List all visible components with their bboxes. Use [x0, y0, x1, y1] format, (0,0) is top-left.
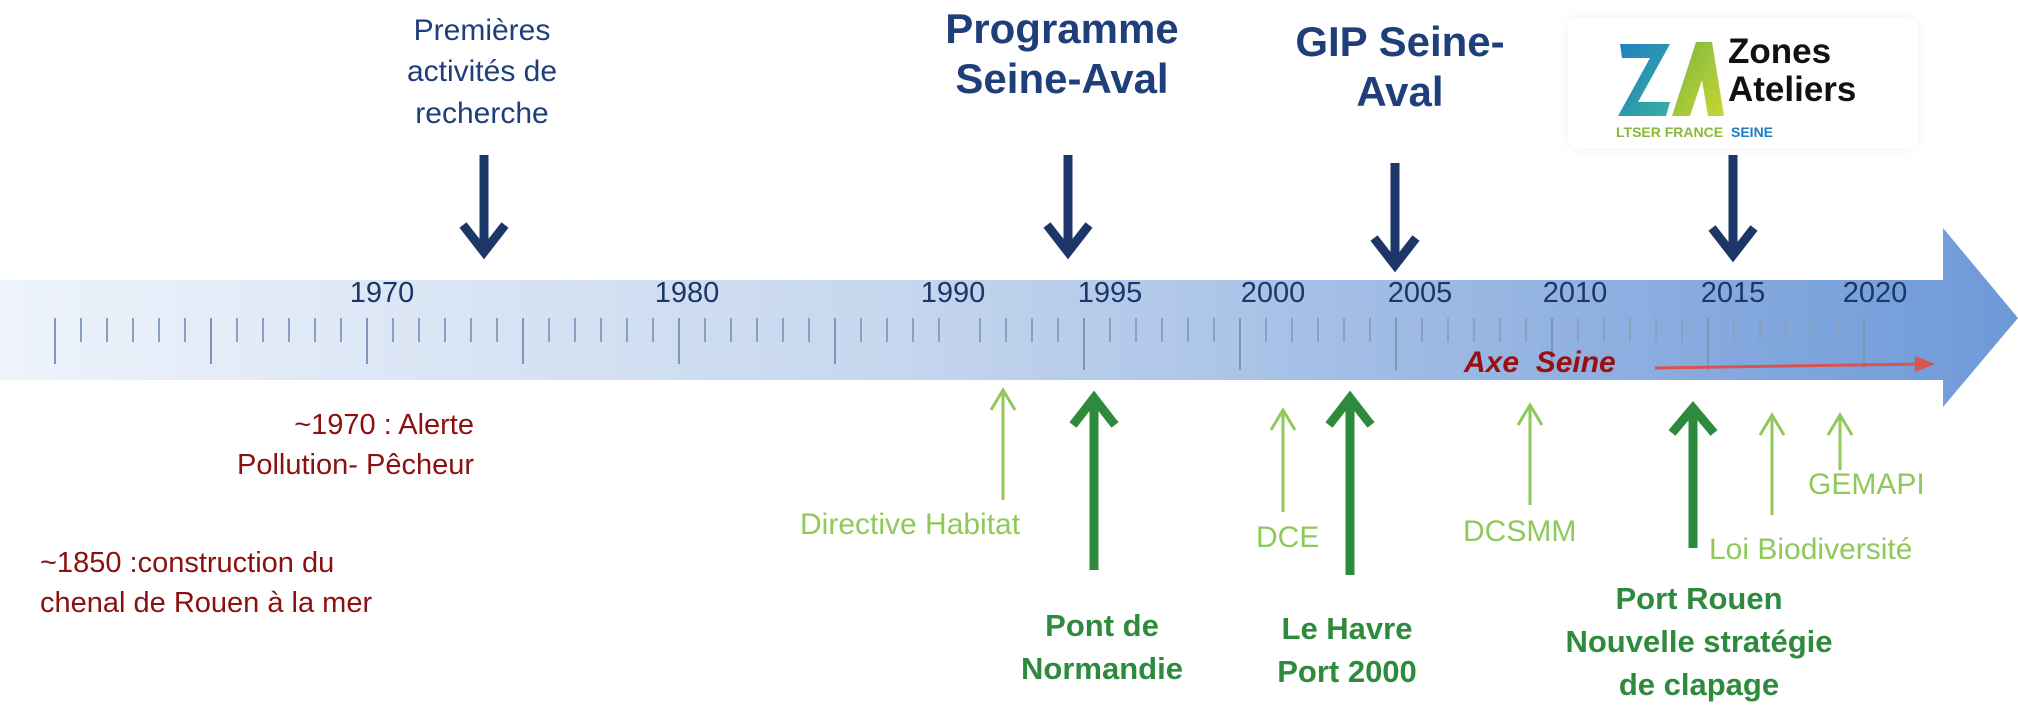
year-label-2005: 2005	[1387, 277, 1453, 309]
arrow-gemapi	[1826, 412, 1854, 470]
event-directive-habitat: Directive Habitat	[800, 508, 1021, 541]
event-gemapi: GEMAPI	[1808, 468, 1925, 501]
tick-marks	[54, 318, 1865, 370]
event-programme-seine-aval: Programme Seine-Aval	[945, 5, 1179, 103]
arrow-dce	[1269, 407, 1297, 512]
axe-seine-arrow	[1654, 362, 1926, 370]
event-port-rouen: Port Rouen Nouvelle stratégie de clapage	[1565, 581, 1833, 702]
event-pont-de-normandie: Pont de Normandie	[1021, 608, 1183, 686]
arrow-le-havre	[1325, 390, 1375, 575]
event-dcsmm: DCSMM	[1463, 515, 1577, 548]
za-mark-icon	[1616, 36, 1726, 122]
logo-line-ateliers: Ateliers	[1728, 70, 1857, 109]
year-label-1970: 1970	[349, 277, 415, 309]
arrow-premieres	[459, 155, 509, 260]
arrow-pont-normandie	[1069, 390, 1119, 570]
year-label-2015: 2015	[1700, 277, 1766, 309]
arrow-loi-biodiversite	[1758, 412, 1786, 515]
logo-line-zones: Zones	[1728, 32, 1832, 71]
arrow-port-rouen	[1668, 401, 1718, 548]
zones-ateliers-logo: Zones Ateliers LTSER FRANCE SEINE	[1568, 18, 1918, 148]
year-label-1995: 1995	[1077, 277, 1143, 309]
note-alerte-pollution: ~1970 : Alerte Pollution- Pêcheur	[237, 409, 474, 482]
event-premieres-activites: Premières activités de recherche	[406, 14, 558, 130]
event-le-havre-port-2000: Le Havre Port 2000	[1277, 611, 1417, 689]
arrow-zones-ateliers	[1708, 155, 1758, 263]
event-gip-seine-aval: GIP Seine- Aval	[1295, 18, 1505, 116]
axe-seine-arrowhead	[1915, 356, 1935, 372]
year-label-2000: 2000	[1240, 277, 1306, 309]
year-label-1990: 1990	[920, 277, 986, 309]
arrow-gip	[1370, 163, 1420, 273]
event-loi-biodiversite: Loi Biodiversité	[1709, 533, 1913, 566]
event-dce: DCE	[1256, 521, 1320, 554]
logo-seine: SEINE	[1731, 124, 1774, 140]
arrow-programme	[1043, 155, 1093, 260]
logo-ltser: LTSER FRANCE	[1616, 124, 1724, 140]
year-label-2020: 2020	[1842, 277, 1908, 309]
year-label-1980: 1980	[654, 277, 720, 309]
year-label-2010: 2010	[1542, 277, 1608, 309]
note-chenal-rouen: ~1850 :construction du chenal de Rouen à…	[40, 547, 373, 620]
arrow-dcsmm	[1516, 402, 1544, 505]
arrow-directive-habitat	[989, 387, 1017, 500]
timeline-band	[0, 228, 2018, 407]
axe-seine-label: Axe Seine	[1464, 346, 1616, 379]
